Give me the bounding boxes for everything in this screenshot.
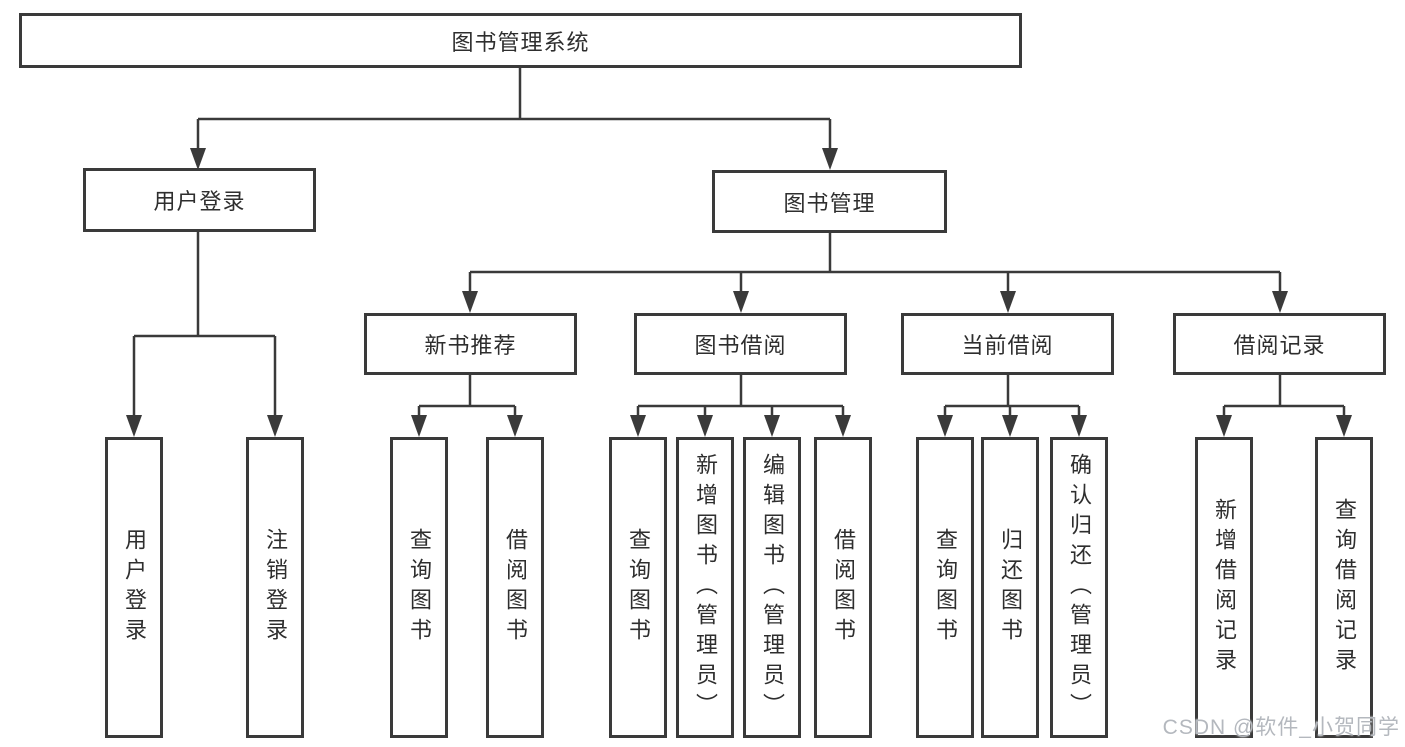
leaf-borrow-books-recommend: 借阅图书	[486, 437, 544, 738]
leaf-add-book-admin-label: 新增图书（管理员）	[693, 452, 718, 723]
leaf-add-borrow-record-label: 新增借阅记录	[1212, 497, 1237, 678]
leaf-add-book-admin: 新增图书（管理员）	[676, 437, 734, 738]
leaf-query-books-borrowing-label: 查询图书	[626, 527, 651, 648]
leaf-query-books-recommend: 查询图书	[390, 437, 448, 738]
leaf-edit-book-admin-label: 编辑图书（管理员）	[760, 452, 785, 723]
arrowheads	[126, 148, 1352, 437]
leaf-query-books-current: 查询图书	[916, 437, 974, 738]
node-library-management-system: 图书管理系统	[19, 13, 1022, 68]
leaf-user-login-label: 用户登录	[122, 527, 147, 648]
leaf-confirm-return-admin-label: 确认归还（管理员）	[1067, 452, 1092, 723]
node-user-login: 用户登录	[83, 168, 316, 232]
leaf-query-borrow-record: 查询借阅记录	[1315, 437, 1373, 738]
node-current-borrowing: 当前借阅	[901, 313, 1114, 375]
leaf-user-login: 用户登录	[105, 437, 163, 738]
leaf-edit-book-admin: 编辑图书（管理员）	[743, 437, 801, 738]
leaf-borrow-books-borrowing-label: 借阅图书	[831, 527, 856, 648]
leaf-query-books-borrowing: 查询图书	[609, 437, 667, 738]
leaf-return-books: 归还图书	[981, 437, 1039, 738]
csdn-watermark: CSDN @软件_小贺同学	[1162, 716, 1400, 739]
leaf-add-borrow-record: 新增借阅记录	[1195, 437, 1253, 738]
leaf-query-books-current-label: 查询图书	[933, 527, 958, 648]
node-borrowing-records: 借阅记录	[1173, 313, 1386, 375]
leaf-logout: 注销登录	[246, 437, 304, 738]
leaf-borrow-books-recommend-label: 借阅图书	[503, 527, 528, 648]
leaf-borrow-books-borrowing: 借阅图书	[814, 437, 872, 738]
leaf-query-borrow-record-label: 查询借阅记录	[1332, 497, 1357, 678]
node-new-book-recommend: 新书推荐	[364, 313, 577, 375]
leaf-return-books-label: 归还图书	[998, 527, 1023, 648]
node-book-management: 图书管理	[712, 170, 947, 233]
leaf-logout-label: 注销登录	[263, 527, 288, 648]
node-book-borrowing: 图书借阅	[634, 313, 847, 375]
leaf-confirm-return-admin: 确认归还（管理员）	[1050, 437, 1108, 738]
leaf-query-books-recommend-label: 查询图书	[407, 527, 432, 648]
